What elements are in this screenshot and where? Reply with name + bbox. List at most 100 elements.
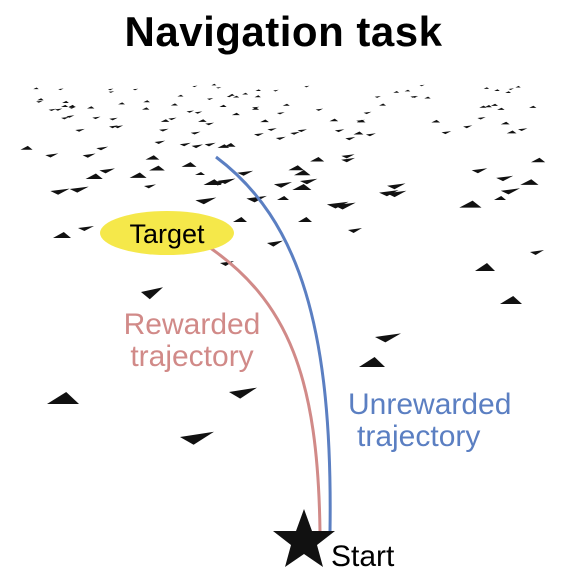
triangle-landmark-icon	[459, 200, 482, 208]
triangle-landmark-icon	[180, 431, 214, 445]
unrewarded-label-line1: Unrewarded	[348, 388, 511, 421]
triangle-landmark-icon	[45, 153, 59, 158]
triangle-landmark-icon	[341, 154, 355, 159]
triangle-landmark-icon	[37, 98, 44, 101]
triangle-landmark-icon	[387, 183, 406, 190]
triangle-landmark-icon	[282, 103, 290, 106]
triangle-landmark-icon	[96, 146, 109, 151]
triangle-landmark-icon	[255, 89, 261, 91]
triangle-landmark-icon	[379, 103, 386, 106]
triangle-landmark-icon	[229, 387, 257, 399]
triangle-landmark-icon	[379, 190, 399, 197]
triangle-landmark-icon	[33, 87, 39, 90]
triangle-landmark-icon	[260, 119, 269, 123]
triangle-landmark-icon	[374, 96, 381, 98]
triangle-landmark-icon	[294, 170, 311, 176]
triangle-landmark-icon	[299, 178, 318, 185]
triangle-landmark-icon	[109, 125, 119, 129]
triangle-landmark-icon	[47, 392, 79, 404]
triangle-landmark-icon	[310, 157, 325, 162]
triangle-landmark-icon	[348, 228, 362, 233]
triangle-landmark-icon	[219, 104, 227, 107]
triangle-landmark-icon	[304, 85, 310, 88]
triangle-landmark-icon	[216, 87, 222, 89]
triangle-landmark-icon	[365, 133, 376, 137]
triangle-landmark-icon	[205, 122, 215, 126]
triangle-landmark-icon	[254, 133, 264, 137]
triangle-landmark-icon	[160, 119, 170, 122]
target-marker	[100, 211, 234, 255]
triangle-landmark-icon	[275, 136, 286, 140]
triangle-landmark-icon	[48, 108, 57, 111]
triangle-landmark-icon	[251, 107, 260, 110]
triangle-landmark-icon	[292, 184, 312, 190]
triangle-landmark-icon	[242, 92, 249, 95]
triangle-landmark-icon	[82, 153, 96, 158]
triangle-landmark-icon	[181, 162, 197, 167]
triangle-landmark-icon	[68, 104, 76, 108]
triangle-landmark-icon	[298, 217, 312, 222]
triangle-landmark-icon	[75, 128, 85, 132]
triangle-landmark-icon	[69, 186, 89, 193]
triangle-landmark-icon	[500, 121, 510, 125]
triangle-landmark-icon	[109, 117, 118, 121]
triangle-landmark-icon	[232, 95, 240, 98]
triangle-landmark-icon	[66, 115, 75, 118]
triangle-landmark-icon	[431, 119, 441, 123]
figure-title: Navigation task	[124, 8, 443, 55]
triangle-landmark-icon	[490, 103, 498, 106]
triangle-landmark-icon	[500, 188, 520, 195]
triangle-landmark-icon	[145, 155, 160, 160]
triangle-landmark-icon	[412, 96, 419, 98]
triangle-landmark-icon	[297, 129, 307, 132]
triangle-landmark-icon	[353, 131, 364, 135]
triangle-landmark-icon	[217, 144, 230, 148]
triangle-landmark-icon	[99, 168, 115, 174]
triangle-landmark-icon	[192, 85, 198, 88]
triangle-landmark-icon	[424, 96, 431, 99]
triangle-landmark-icon	[267, 240, 283, 247]
triangle-landmark-icon	[410, 95, 417, 98]
triangle-landmark-icon	[154, 140, 166, 144]
triangle-landmark-icon	[92, 116, 101, 120]
triangle-landmark-icon	[475, 263, 495, 271]
triangle-landmark-icon	[62, 100, 69, 103]
triangle-landmark-icon	[531, 157, 546, 163]
triangle-landmark-icon	[228, 93, 235, 96]
triangle-landmark-icon	[393, 91, 400, 93]
triangle-landmark-icon	[237, 170, 254, 176]
triangle-landmark-icon	[356, 119, 365, 123]
landmark-field	[20, 83, 546, 445]
target-label: Target	[129, 219, 205, 249]
triangle-landmark-icon	[334, 129, 345, 133]
triangle-landmark-icon	[518, 128, 528, 131]
triangle-landmark-icon	[505, 91, 511, 93]
triangle-landmark-icon	[53, 232, 71, 238]
triangle-landmark-icon	[203, 179, 222, 185]
triangle-landmark-icon	[20, 145, 33, 150]
triangle-landmark-icon	[211, 83, 217, 86]
triangle-landmark-icon	[363, 111, 372, 115]
unrewarded-label-line2: trajectory	[357, 420, 480, 453]
triangle-landmark-icon	[114, 125, 124, 129]
triangle-landmark-icon	[231, 112, 240, 116]
triangle-landmark-icon	[54, 108, 63, 111]
triangle-landmark-icon	[508, 88, 514, 90]
triangle-landmark-icon	[288, 165, 304, 171]
triangle-landmark-icon	[483, 87, 490, 89]
triangle-landmark-icon	[515, 85, 521, 88]
triangle-landmark-icon	[500, 296, 522, 304]
triangle-landmark-icon	[520, 179, 539, 185]
triangle-landmark-icon	[50, 188, 70, 195]
triangle-landmark-icon	[149, 165, 165, 171]
triangle-landmark-icon	[254, 95, 261, 98]
rewarded-label-line1: Rewarded	[124, 308, 261, 341]
triangle-landmark-icon	[386, 190, 407, 198]
triangle-landmark-icon	[496, 175, 514, 182]
triangle-landmark-icon	[252, 106, 260, 109]
triangle-landmark-icon	[441, 131, 452, 135]
triangle-landmark-icon	[329, 118, 339, 122]
triangle-landmark-icon	[273, 182, 292, 188]
triangle-landmark-icon	[530, 250, 544, 255]
